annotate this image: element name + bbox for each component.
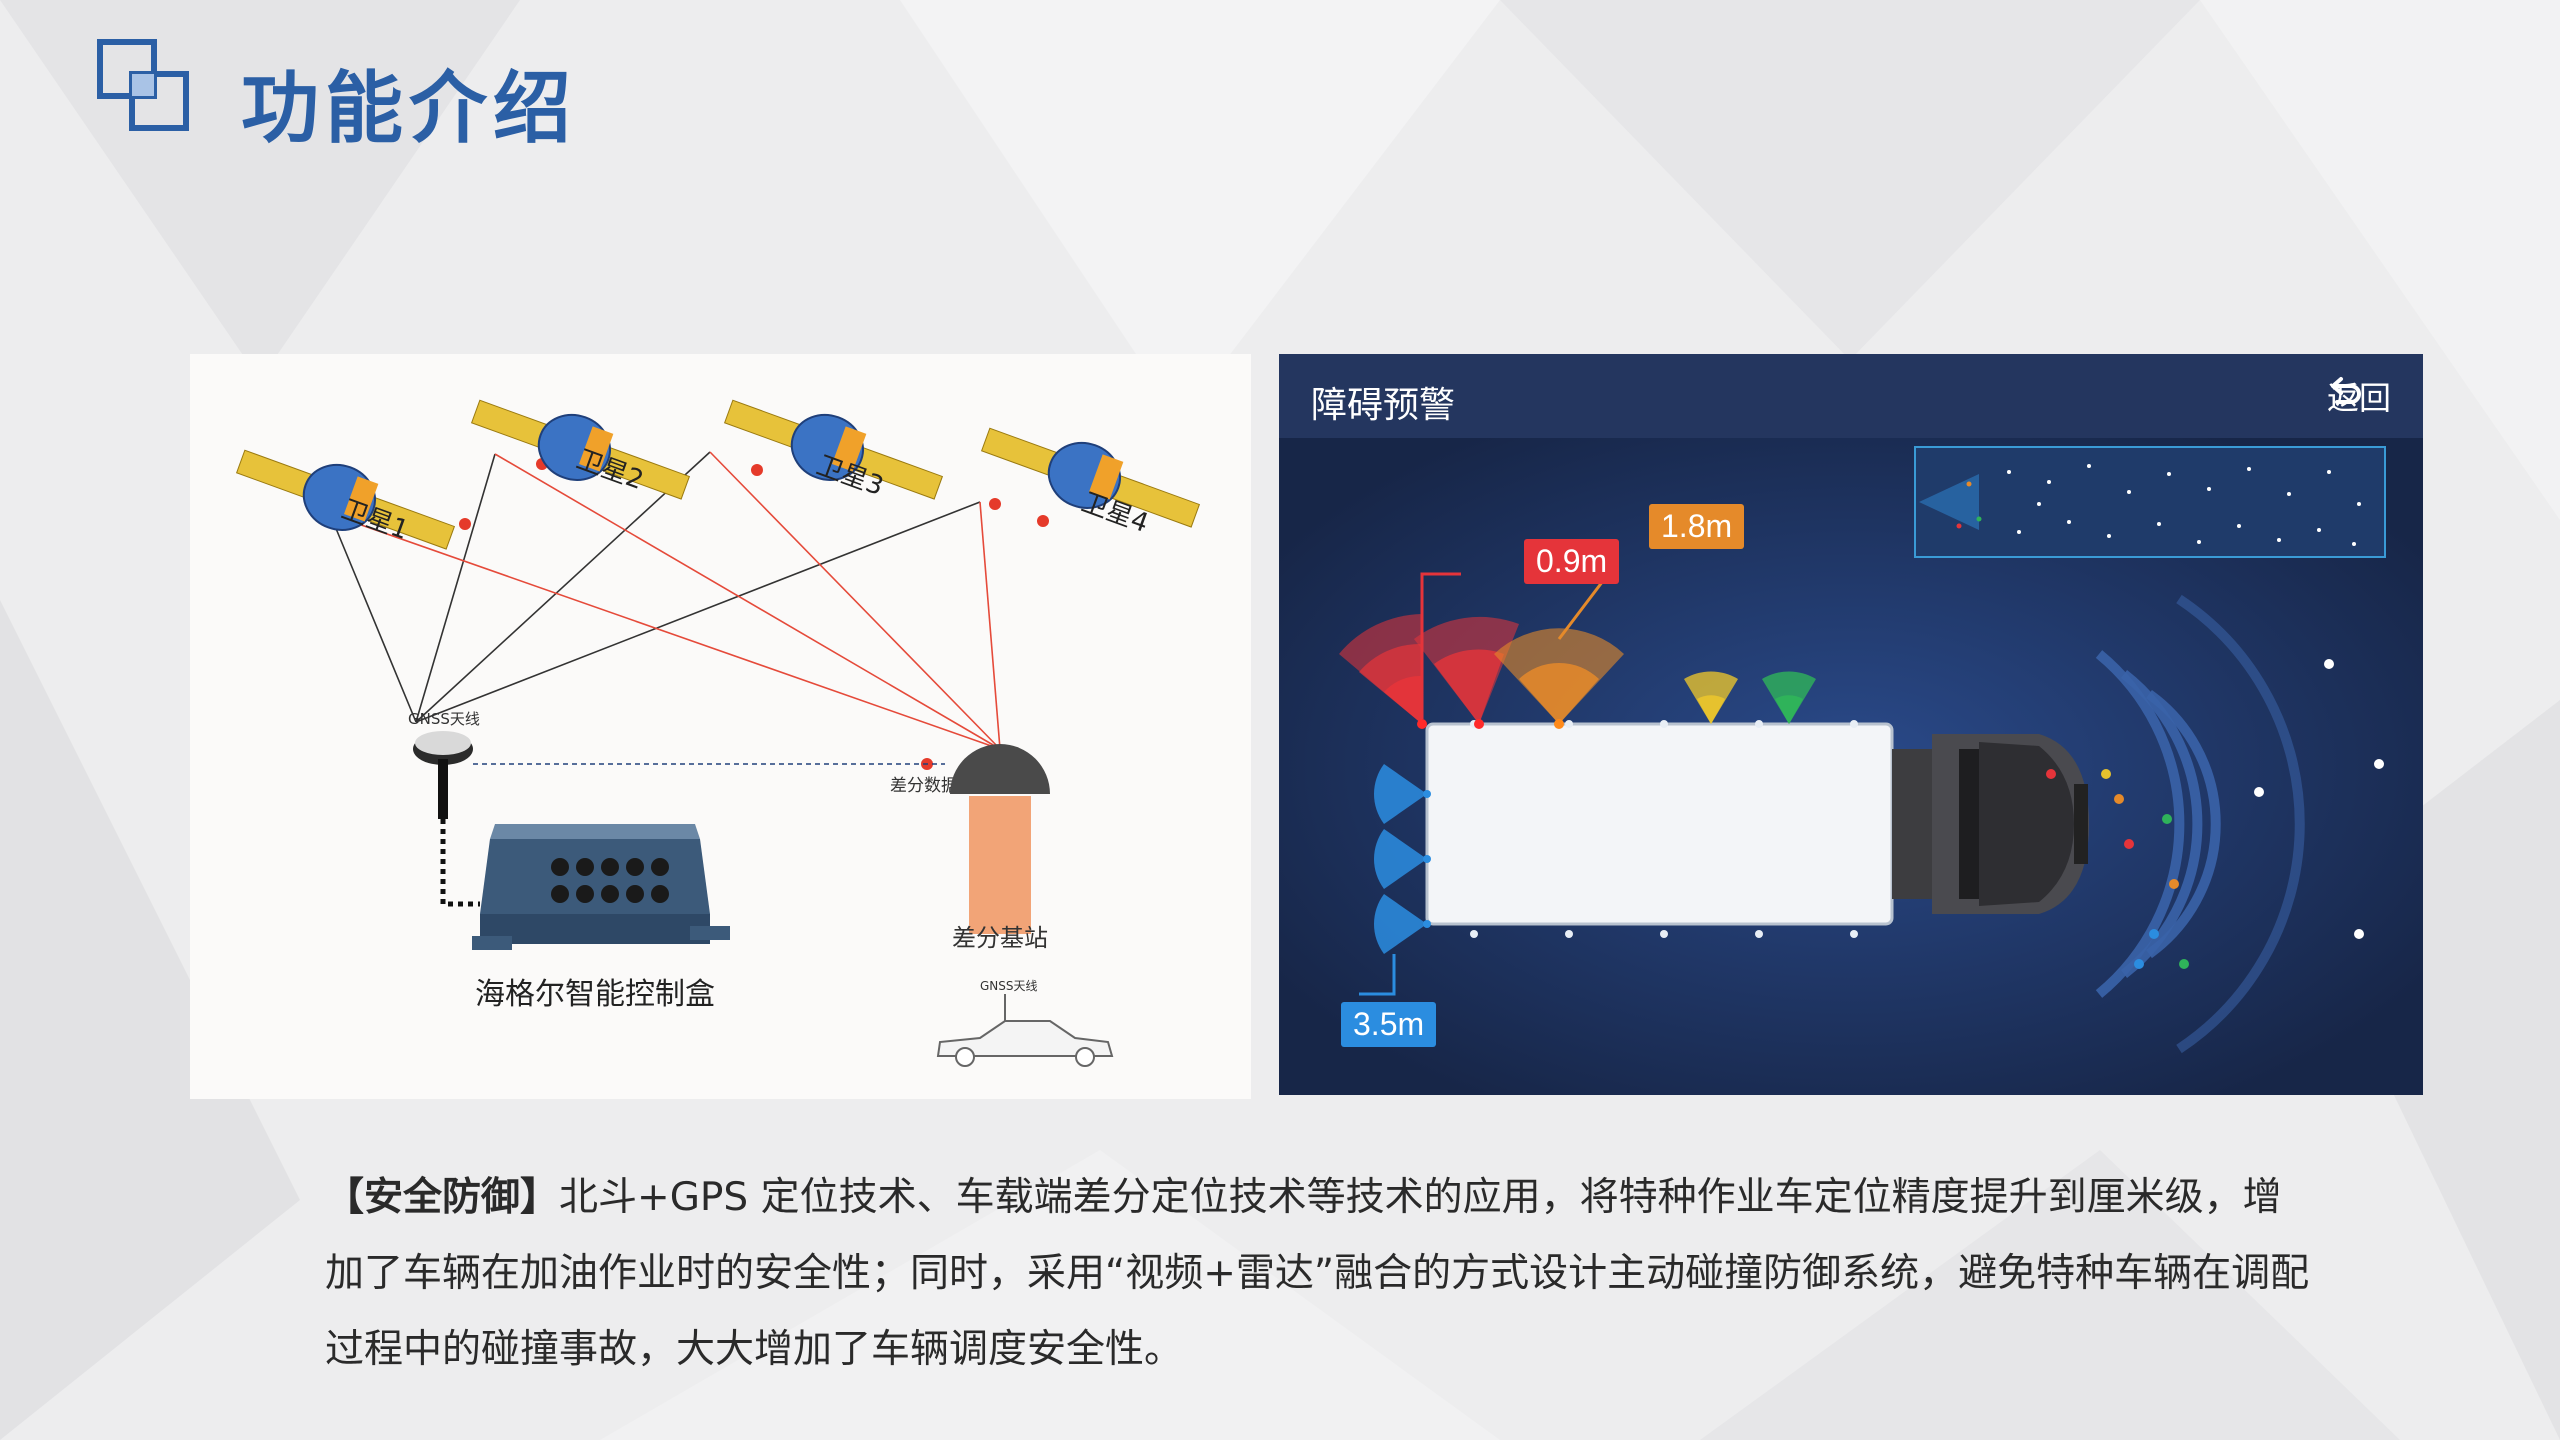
blue-warning-sector	[1374, 764, 1431, 954]
gnss-antenna-label: GNSS天线	[408, 710, 480, 728]
distance-label-orange: 1.8m	[1649, 504, 1745, 549]
caption-body: 北斗+GPS 定位技术、车载端差分定位技术等技术的应用，将特种作业车定位精度提升…	[325, 1175, 2310, 1372]
satellite-icon	[235, 449, 456, 550]
distance-label-blue: 3.5m	[1341, 1002, 1437, 1047]
yellow-warning-sector	[1684, 671, 1738, 724]
gnss-antenna-icon	[413, 731, 473, 819]
distance-label-red: 0.9m	[1524, 539, 1620, 584]
satellite-icon	[980, 427, 1201, 528]
truck-body	[1425, 722, 1894, 926]
obstacle-warning-panel: 障碍预警 返回 0.9m 1.8m 3.5m	[1279, 354, 2423, 1095]
back-button[interactable]: 返回	[2327, 376, 2391, 417]
control-box-label: 海格尔智能控制盒	[475, 977, 715, 1012]
panel-header: 障碍预警 返回	[1279, 354, 2423, 438]
back-arrow-icon	[2330, 377, 2361, 404]
satellite-icon	[723, 399, 944, 500]
diff-data-label: 差分数据	[890, 776, 958, 796]
radar-thumbnail	[1914, 446, 2386, 558]
satellite-icon	[470, 399, 691, 500]
orange-warning-sector	[1494, 628, 1624, 729]
page-title: 功能介绍	[241, 64, 578, 154]
truck-cab	[1892, 734, 2089, 914]
green-warning-sector	[1762, 671, 1816, 724]
base-station-icon	[950, 744, 1050, 934]
logo-icon	[97, 39, 189, 131]
base-station-label: 差分基站	[952, 924, 1048, 952]
vehicle-antenna-label: GNSS天线	[980, 979, 1038, 993]
description-text: 【安全防御】北斗+GPS 定位技术、车载端差分定位技术等技术的应用，将特种作业车…	[325, 1160, 2315, 1388]
gnss-diagram: 卫星1 卫星2 卫星3 卫星4 GNSS天线 差分数据 差分基站	[190, 354, 1251, 1099]
red-warning-sector	[1339, 614, 1519, 729]
control-box-icon	[472, 824, 730, 950]
caption-lead: 【安全防御】	[325, 1175, 560, 1220]
front-radar-arcs	[2095, 594, 2305, 1054]
car-icon	[936, 994, 1114, 1067]
panel-title: 障碍预警	[1311, 385, 1456, 426]
